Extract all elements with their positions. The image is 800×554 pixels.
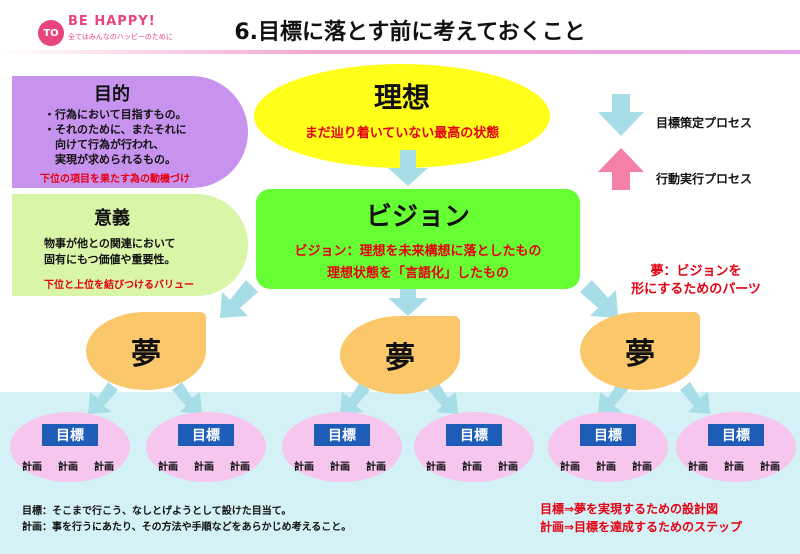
arrow-down-icon [172, 382, 202, 414]
logo-subtext: 全てはみんなのハッピーのために [68, 33, 173, 41]
arrow-down-icon [598, 382, 628, 414]
arrow-down-icon [388, 150, 428, 186]
title-underline [0, 50, 800, 54]
plan-item: 計画 [94, 462, 114, 473]
plan-item: 計画 [560, 462, 580, 473]
legend-up-arrow-icon [598, 148, 644, 190]
plan-item: 計画 [462, 462, 482, 473]
vision-box [256, 189, 580, 289]
plan-item: 計画 [426, 462, 446, 473]
meaning-note: 下位と上位を結びつけるバリュー [44, 280, 194, 291]
logo-text: BE HAPPY! [68, 14, 156, 29]
vision-line: ビジョン：理想を未来構想に落としたもの [294, 244, 542, 259]
goal-oval [676, 412, 796, 482]
arrow-down-icon [580, 280, 618, 318]
legend-down-arrow-icon [598, 94, 644, 136]
goal-label: 目標 [42, 424, 98, 446]
purpose-line: ・行為において目指すもの。 [44, 108, 187, 121]
arrow-down-icon [88, 382, 118, 414]
goal-oval [414, 412, 534, 482]
arrow-down-icon [680, 382, 710, 414]
goal-label: 目標 [314, 424, 370, 446]
purpose-line: 実現が求められるもの。 [44, 153, 176, 166]
arrow-down-icon [428, 382, 458, 414]
meaning-box [12, 194, 248, 296]
goal-oval [146, 412, 266, 482]
goal-oval [548, 412, 668, 482]
legend-down-label: 目標策定プロセス [656, 116, 753, 130]
purpose-title: 目的 [94, 84, 130, 105]
plan-item: 計画 [596, 462, 616, 473]
plan-item: 計画 [366, 462, 386, 473]
plan-item: 計画 [724, 462, 744, 473]
plan-item: 計画 [294, 462, 314, 473]
logo-circle: TO [38, 20, 64, 46]
goal-definition: 目標：そこまで行こう、なしとげようとして設けた目当て。 [22, 506, 292, 517]
vision-title: ビジョン [365, 202, 470, 232]
goal-label: 目標 [708, 424, 764, 446]
plan-item: 計画 [632, 462, 652, 473]
purpose-box [12, 76, 248, 188]
plan-item: 計画 [688, 462, 708, 473]
dream-note-line: 夢：ビジョンを [650, 264, 742, 279]
arrow-down-icon [340, 382, 370, 414]
goal-oval [10, 412, 130, 482]
plan-summary: 計画⇒目標を達成するためのステップ [540, 520, 743, 534]
meaning-line: 物事が他との関連において [44, 237, 176, 250]
goal-summary: 目標⇒夢を実現するための設計図 [540, 502, 719, 516]
ideal-subtitle: まだ辿り着いていない最高の状態 [304, 126, 500, 141]
goal-oval [282, 412, 402, 482]
dream-shape: 夢 [580, 312, 700, 390]
dream-shape: 夢 [86, 312, 206, 390]
lower-band-background [0, 392, 800, 554]
goal-label: 目標 [580, 424, 636, 446]
plan-item: 計画 [194, 462, 214, 473]
plan-item: 計画 [760, 462, 780, 473]
arrow-down-icon [220, 280, 258, 318]
goal-label: 目標 [178, 424, 234, 446]
plan-item: 計画 [22, 462, 42, 473]
dream-shape: 夢 [340, 316, 460, 394]
plan-item: 計画 [158, 462, 178, 473]
plan-definition: 計画：事を行うにあたり、その方法や手順などをあらかじめ考えること。 [22, 522, 352, 533]
dream-note-line: 形にするためのパーツ [631, 282, 761, 297]
plan-item: 計画 [498, 462, 518, 473]
meaning-title: 意義 [94, 208, 130, 229]
vision-line: 理想状態を「言語化」したもの [326, 266, 509, 281]
meaning-line: 固有にもつ価値や重要性。 [44, 253, 176, 266]
arrow-down-icon [388, 284, 428, 316]
plan-item: 計画 [330, 462, 350, 473]
page-title: 6.目標に落とす前に考えておくこと [234, 20, 586, 45]
legend-up-label: 行動実行プロセス [656, 172, 753, 186]
purpose-note: 下位の項目を果たす為の動機づけ [40, 174, 190, 185]
purpose-line: ・それのために、またそれに [44, 123, 187, 136]
goal-label: 目標 [446, 424, 502, 446]
plan-item: 計画 [58, 462, 78, 473]
purpose-line: 向けて行為が行われ、 [44, 138, 165, 151]
ideal-title: 理想 [373, 81, 430, 114]
plan-item: 計画 [230, 462, 250, 473]
